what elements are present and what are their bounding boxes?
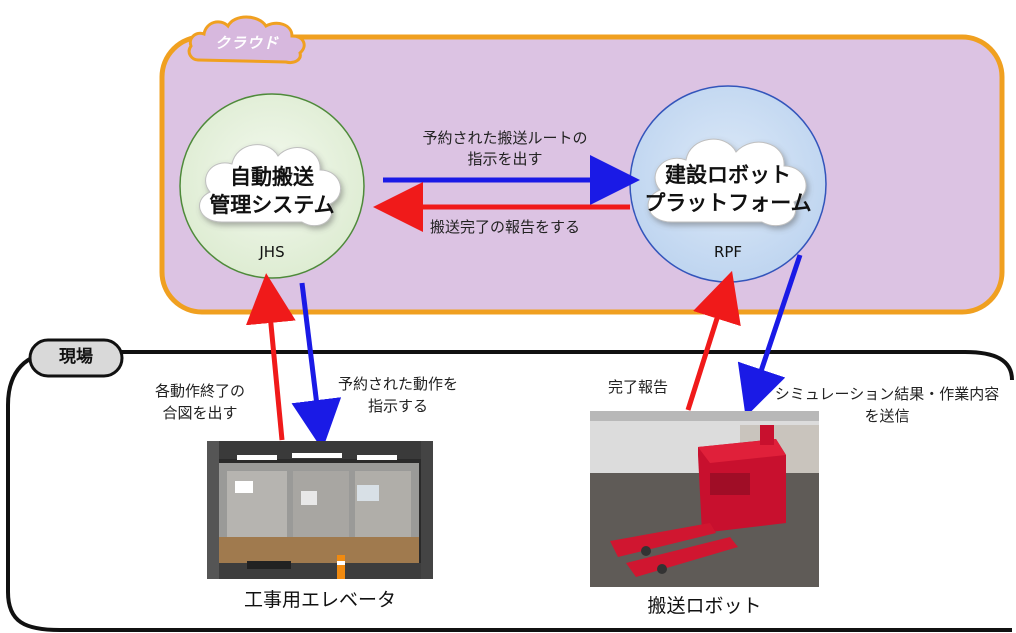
elevator-instruction-label-line1: 予約された動作を — [337, 375, 458, 393]
elevator-instruction-arrow — [291, 282, 342, 450]
robot-photo — [590, 411, 819, 587]
cloud-tab-icon — [187, 15, 306, 64]
robot-caption: 搬送ロボット — [647, 595, 762, 617]
route-instruction-label-line2: 指示を出す — [467, 150, 543, 168]
elevator-signal-arrow — [245, 273, 296, 441]
completion-report-label: 搬送完了の報告をする — [429, 218, 580, 236]
cloud-zone-label: クラウド — [214, 34, 279, 52]
robot-instruction-label-line1: シミュレーション結果・作業内容 — [774, 385, 1000, 403]
rpf-abbr: RPF — [713, 243, 743, 261]
site-pill — [28, 338, 124, 378]
robot-report-arrow — [685, 270, 741, 411]
elevator-signal-label-line1: 各動作終了の — [154, 382, 245, 400]
jhs-name-line1: 自動搬送 — [230, 165, 314, 189]
route-instruction-label-line1: 予約された搬送ルートの — [422, 129, 588, 147]
jhs-name-line2: 管理システム — [209, 193, 335, 217]
rpf-cloud-icon — [647, 138, 807, 227]
elevator-instruction-label-line2: 指示する — [367, 397, 428, 415]
jhs-abbr: JHS — [259, 243, 285, 261]
rpf-name-line2: プラットフォーム — [644, 191, 812, 215]
elevator-caption: 工事用エレベータ — [243, 589, 396, 611]
elevator-photo — [207, 441, 433, 579]
robot-instruction-label-line2: を送信 — [864, 407, 910, 425]
rpf-name-line1: 建設ロボット — [665, 163, 791, 187]
robot-report-label: 完了報告 — [607, 378, 668, 396]
robot-instruction-arrow — [737, 254, 803, 417]
jhs-cloud-icon — [199, 144, 341, 227]
site-zone-label: 現場 — [59, 347, 93, 367]
elevator-signal-label-line2: 合図を出す — [162, 404, 238, 422]
